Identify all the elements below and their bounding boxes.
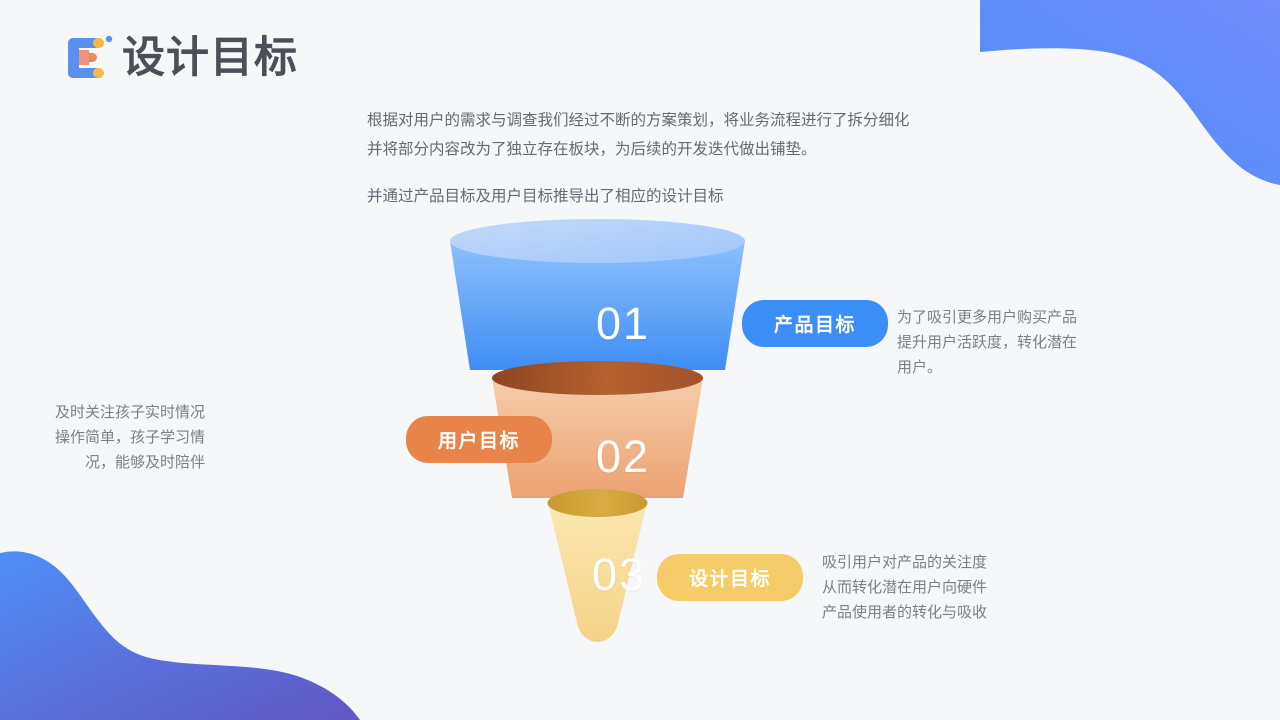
- funnel-description-design-goal: 吸引用户对产品的关注度 从而转化潜在用户向硬件 产品使用者的转化与吸收: [822, 550, 987, 625]
- funnel-svg: [450, 219, 745, 642]
- funnel-description-product-goal: 为了吸引更多用户购买产品 提升用户活跃度，转化潜在 用户。: [897, 305, 1077, 380]
- funnel-label-product-goal[interactable]: 产品目标: [742, 300, 888, 347]
- letter-e-logo-icon: [68, 35, 113, 78]
- funnel-diagram: [400, 215, 860, 655]
- description-line: 提升用户活跃度，转化潜在: [897, 334, 1078, 351]
- page-title: 设计目标: [122, 33, 298, 82]
- description-line: 从而转化潜在用户向硬件: [822, 579, 988, 596]
- funnel-section-1[interactable]: [450, 219, 745, 370]
- description-line: 操作简单，孩子学习情: [54, 429, 205, 446]
- funnel-section-2[interactable]: [492, 361, 703, 498]
- description-line: 况，能够及时陪伴: [84, 454, 205, 471]
- funnel-label-design-goal[interactable]: 设计目标: [657, 554, 803, 601]
- funnel-section-3[interactable]: [547, 489, 648, 642]
- description-line: 吸引用户对产品的关注度: [822, 554, 988, 571]
- funnel-step-number-3: 03: [592, 549, 647, 600]
- intro-paragraph1-line2: 并将部分内容改为了独立存在板块，为后续的开发迭代做出铺垫。: [367, 141, 817, 158]
- funnel-description-user-goal: 及时关注孩子实时情况 操作简单，孩子学习情 况，能够及时陪伴: [55, 400, 205, 475]
- decorative-wave-top-right: [980, 0, 1280, 185]
- intro-paragraph2: 并通过产品目标及用户目标推导出了相应的设计目标: [367, 188, 724, 205]
- intro-paragraph1-line1: 根据对用户的需求与调查我们经过不断的方案策划，将业务流程进行了拆分细化: [367, 112, 910, 129]
- description-line: 用户。: [897, 359, 943, 376]
- funnel-label-user-goal[interactable]: 用户目标: [406, 416, 552, 463]
- funnel-step-number-2: 02: [596, 431, 651, 482]
- intro-text-block: 根据对用户的需求与调查我们经过不断的方案策划，将业务流程进行了拆分细化 并将部分…: [367, 106, 910, 211]
- funnel-step-number-1: 01: [596, 298, 651, 349]
- slide-header: 设计目标: [62, 30, 298, 86]
- description-line: 及时关注孩子实时情况: [54, 404, 205, 421]
- decorative-wave-bottom-left: [0, 551, 360, 720]
- description-line: 为了吸引更多用户购买产品: [897, 309, 1078, 326]
- description-line: 产品使用者的转化与吸收: [822, 604, 988, 621]
